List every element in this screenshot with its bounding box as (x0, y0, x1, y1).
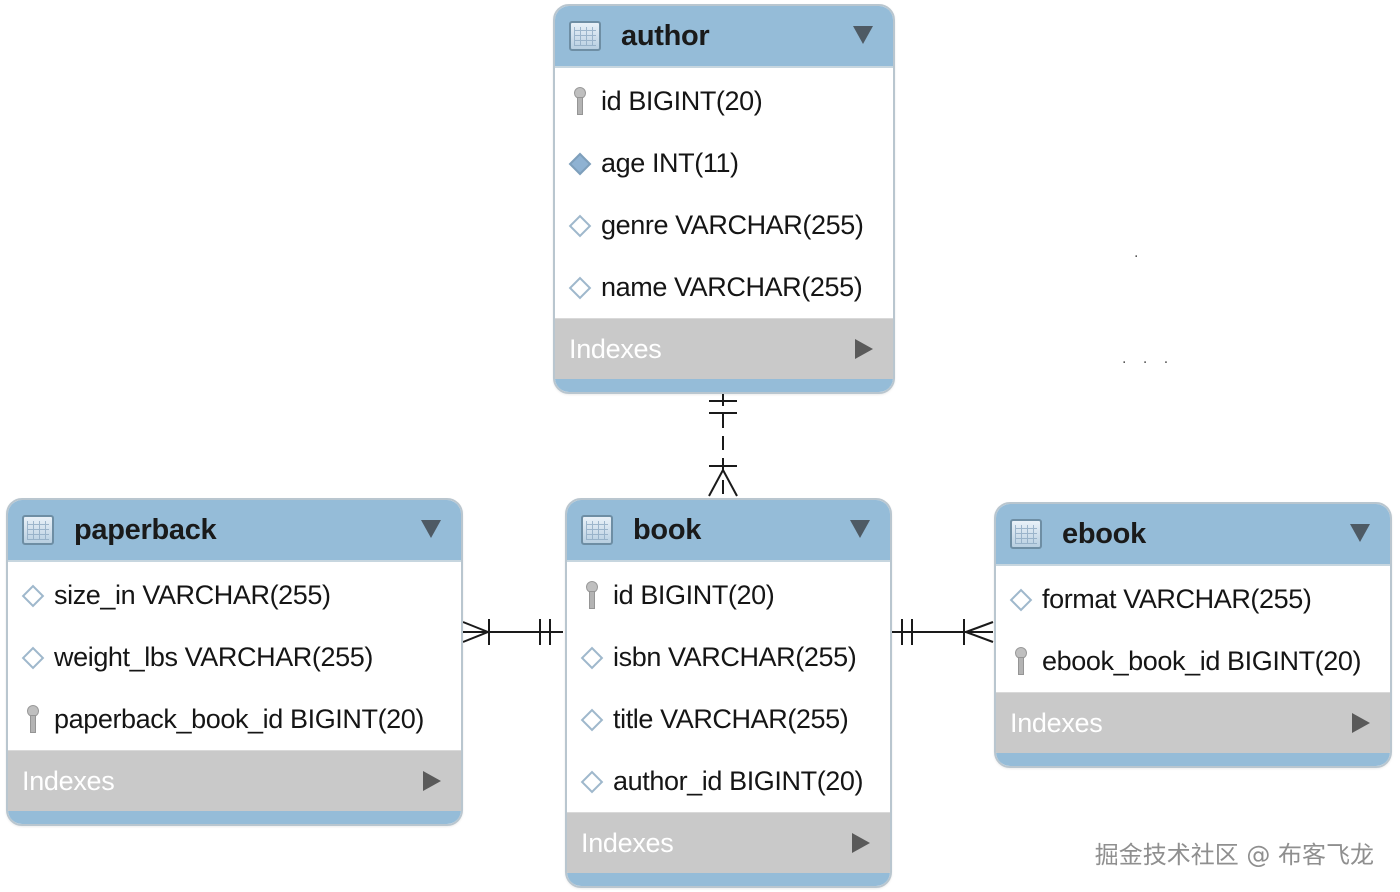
column-row[interactable]: name VARCHAR(255) (555, 256, 893, 318)
table-header[interactable]: ebook (996, 504, 1390, 566)
nullable-diamond-icon (581, 771, 601, 791)
indexes-label: Indexes (1010, 707, 1103, 738)
column-label: isbn VARCHAR(255) (613, 641, 857, 672)
column-row[interactable]: isbn VARCHAR(255) (567, 626, 890, 688)
table-title: paperback (74, 513, 217, 546)
column-row[interactable]: id BIGINT(20) (567, 564, 890, 626)
nullable-diamond-icon (569, 277, 589, 297)
stray-ellipsis: . . . (1122, 350, 1175, 367)
collapse-triangle-icon[interactable] (1350, 524, 1370, 542)
indexes-bar[interactable]: Indexes (567, 812, 890, 873)
column-label: genre VARCHAR(255) (601, 209, 864, 240)
table-ebook[interactable]: ebook format VARCHAR(255) ebook_book_id … (994, 502, 1392, 768)
table-title: book (633, 513, 702, 546)
nullable-diamond-icon (581, 709, 601, 729)
table-icon (581, 515, 613, 545)
column-label: id BIGINT(20) (601, 85, 763, 116)
column-label: ebook_book_id BIGINT(20) (1042, 645, 1362, 676)
table-footer (567, 873, 890, 886)
column-row[interactable]: ebook_book_id BIGINT(20) (996, 630, 1390, 692)
column-label: title VARCHAR(255) (613, 703, 849, 734)
table-book[interactable]: book id BIGINT(20) isbn VARCHAR(255) tit… (565, 498, 892, 888)
column-label: age INT(11) (601, 147, 739, 178)
table-title: author (621, 19, 710, 52)
column-row[interactable]: size_in VARCHAR(255) (8, 564, 461, 626)
indexes-label: Indexes (581, 827, 674, 858)
primary-key-icon (569, 87, 589, 115)
stray-dot: . (1134, 244, 1145, 261)
table-icon (1010, 519, 1042, 549)
relationship-paperback-book (462, 619, 563, 645)
column-label: id BIGINT(20) (613, 579, 775, 610)
table-header[interactable]: book (567, 500, 890, 562)
table-icon (569, 21, 601, 51)
column-row[interactable]: title VARCHAR(255) (567, 688, 890, 750)
expand-triangle-icon[interactable] (852, 833, 870, 853)
expand-triangle-icon[interactable] (1352, 713, 1370, 733)
table-footer (996, 753, 1390, 766)
column-row[interactable]: genre VARCHAR(255) (555, 194, 893, 256)
nullable-diamond-icon (22, 647, 42, 667)
collapse-triangle-icon[interactable] (850, 520, 870, 538)
indexes-bar[interactable]: Indexes (8, 750, 461, 811)
column-label: name VARCHAR(255) (601, 271, 863, 302)
column-row[interactable]: age INT(11) (555, 132, 893, 194)
primary-key-icon (581, 581, 601, 609)
table-author[interactable]: author id BIGINT(20) age INT(11) genre V… (553, 4, 895, 394)
relationship-book-ebook (891, 619, 994, 645)
not-null-diamond-icon (569, 153, 589, 173)
table-footer (8, 811, 461, 824)
column-row[interactable]: format VARCHAR(255) (996, 568, 1390, 630)
column-label: weight_lbs VARCHAR(255) (54, 641, 373, 672)
table-header[interactable]: paperback (8, 500, 461, 562)
column-row[interactable]: paperback_book_id BIGINT(20) (8, 688, 461, 750)
expand-triangle-icon[interactable] (423, 771, 441, 791)
table-header[interactable]: author (555, 6, 893, 68)
watermark-text: 掘金技术社区 @ 布客飞龙 (1094, 841, 1374, 869)
collapse-triangle-icon[interactable] (421, 520, 441, 538)
column-row[interactable]: id BIGINT(20) (555, 70, 893, 132)
table-title: ebook (1062, 517, 1146, 550)
expand-triangle-icon[interactable] (855, 339, 873, 359)
collapse-triangle-icon[interactable] (853, 26, 873, 44)
table-footer (555, 379, 893, 392)
column-label: format VARCHAR(255) (1042, 583, 1312, 614)
relationship-author-book (708, 392, 738, 497)
nullable-diamond-icon (581, 647, 601, 667)
nullable-diamond-icon (22, 585, 42, 605)
indexes-bar[interactable]: Indexes (555, 318, 893, 379)
table-paperback[interactable]: paperback size_in VARCHAR(255) weight_lb… (6, 498, 463, 826)
column-label: size_in VARCHAR(255) (54, 579, 331, 610)
column-row[interactable]: weight_lbs VARCHAR(255) (8, 626, 461, 688)
primary-key-icon (22, 705, 42, 733)
column-row[interactable]: author_id BIGINT(20) (567, 750, 890, 812)
column-label: paperback_book_id BIGINT(20) (54, 703, 425, 734)
primary-key-icon (1010, 647, 1030, 675)
indexes-label: Indexes (22, 765, 115, 796)
table-icon (22, 515, 54, 545)
indexes-bar[interactable]: Indexes (996, 692, 1390, 753)
indexes-label: Indexes (569, 333, 662, 364)
nullable-diamond-icon (1010, 589, 1030, 609)
column-label: author_id BIGINT(20) (613, 765, 864, 796)
nullable-diamond-icon (569, 215, 589, 235)
